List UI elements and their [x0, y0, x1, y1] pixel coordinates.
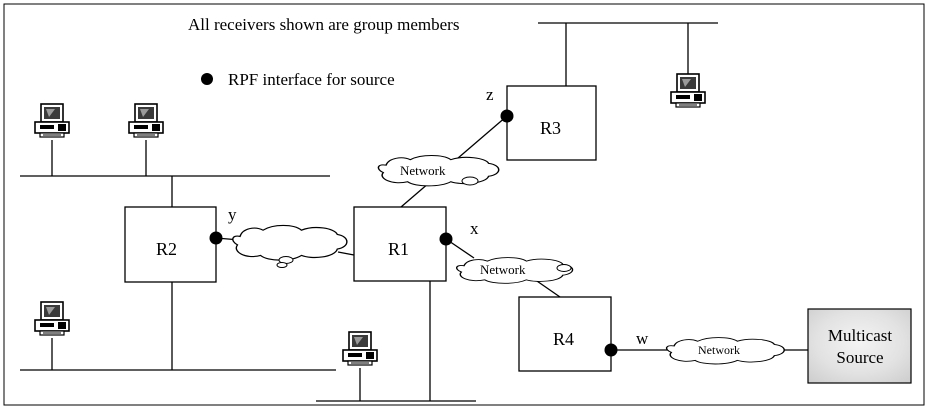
multicast-source-label-line1: Multicast — [828, 326, 892, 345]
network-label-r1-r4: Network — [480, 262, 526, 277]
router-r3 — [506, 85, 597, 161]
router-r1 — [353, 206, 447, 282]
multicast-source — [807, 308, 912, 384]
cloud-puff-icon — [556, 264, 572, 272]
rpf-legend-dot-icon — [201, 73, 213, 85]
unlabeled-cloud-r2-r1 — [232, 224, 348, 261]
interface-label-y: y — [228, 205, 237, 224]
interface-label-w: w — [636, 329, 649, 348]
router-r3-label: R3 — [540, 118, 561, 138]
rpf-dot-x-icon — [439, 232, 453, 246]
rpf-legend-label: RPF interface for source — [228, 70, 395, 89]
network-label-r4-source: Network — [698, 343, 740, 357]
rpf-dot-z-icon — [500, 109, 514, 123]
router-r1-label: R1 — [388, 239, 409, 259]
group-members-caption: All receivers shown are group members — [188, 15, 459, 34]
router-r2-label: R2 — [156, 239, 177, 259]
cloud-puff-icon — [461, 176, 479, 186]
router-r4 — [518, 296, 612, 372]
cloud-puff-icon — [276, 262, 288, 268]
interface-label-z: z — [486, 85, 494, 104]
network-label-r1-r3: Network — [400, 163, 446, 178]
rpf-dot-w-icon — [604, 343, 618, 357]
interface-label-x: x — [470, 219, 479, 238]
router-r2 — [124, 206, 217, 283]
r2-r1-link-b — [337, 251, 355, 256]
r4-net-link — [533, 278, 561, 298]
rpf-dot-y-icon — [209, 231, 223, 245]
multicast-source-label-line2: Source — [836, 348, 883, 367]
diagram-frame — [3, 3, 925, 406]
router-r4-label: R4 — [553, 329, 574, 349]
